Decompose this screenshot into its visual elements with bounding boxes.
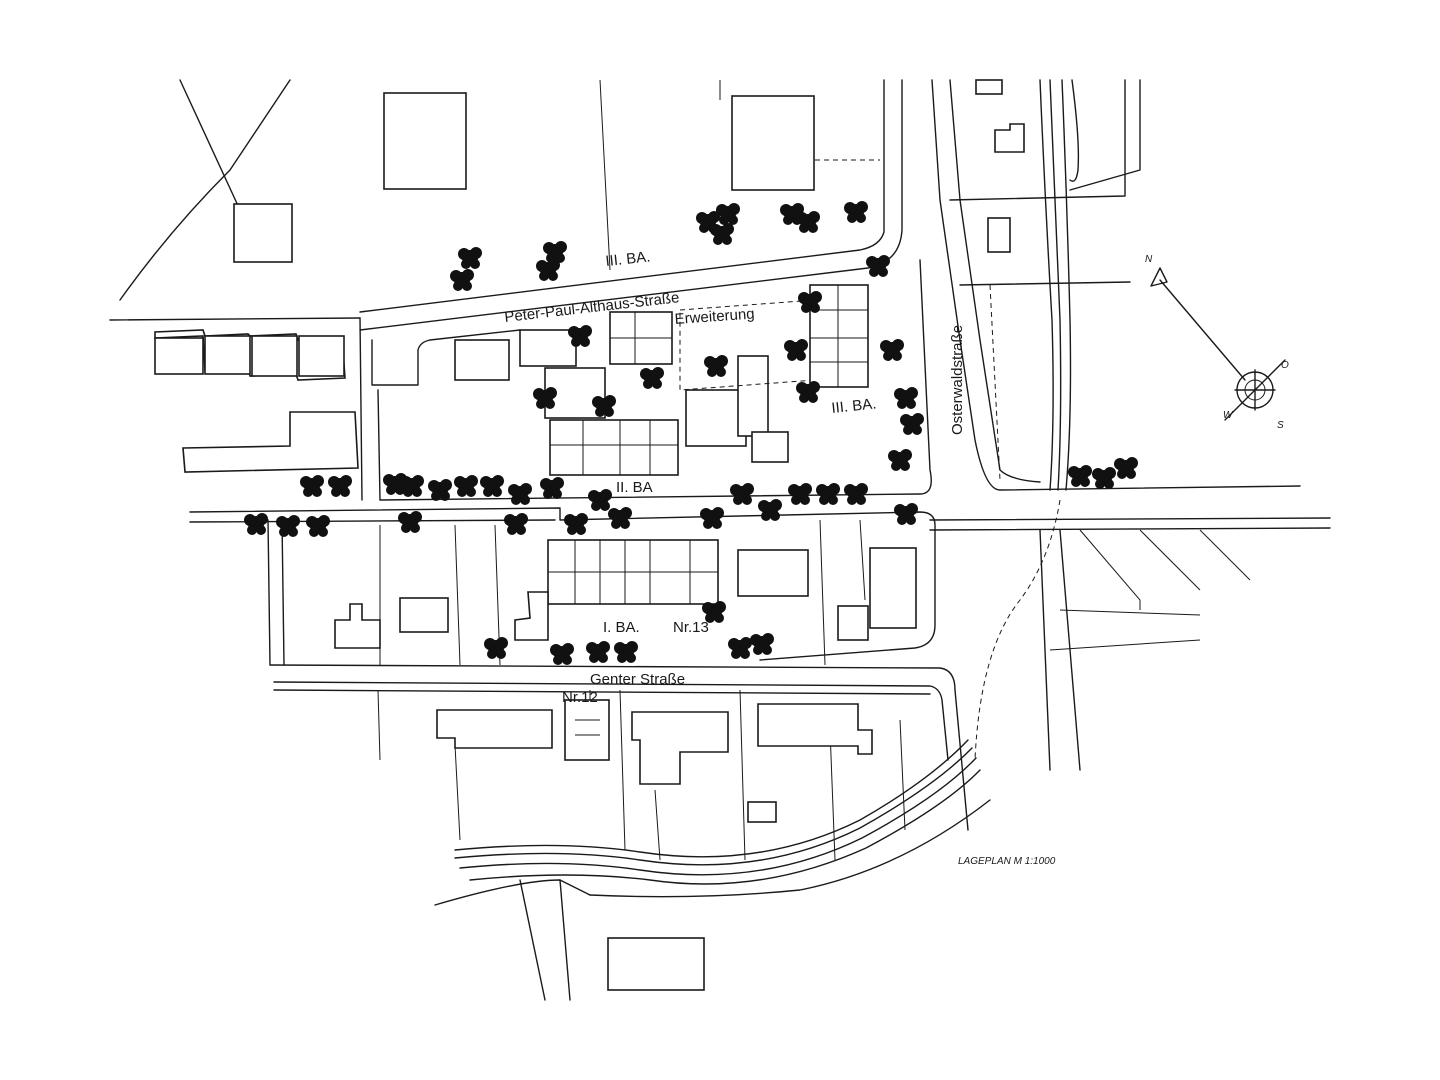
- tree-icon: [592, 395, 616, 417]
- tree-icon: [784, 339, 808, 361]
- tree-icon: [888, 449, 912, 471]
- label-phase3-north: III. BA.: [605, 248, 652, 270]
- tree-icon: [454, 475, 478, 497]
- tree-icon: [306, 515, 330, 537]
- tree-icon: [276, 515, 300, 537]
- label-phase3-east: III. BA.: [831, 395, 878, 417]
- label-phase1: I. BA.: [603, 619, 640, 636]
- tree-icon: [244, 513, 268, 535]
- label-scale: LAGEPLAN M 1:1000: [958, 856, 1056, 867]
- tree-icon: [758, 499, 782, 521]
- label-street-south: Genter Straße: [590, 671, 685, 688]
- tree-icon: [730, 483, 754, 505]
- tree-icon: [588, 489, 612, 511]
- tree-icon: [400, 475, 424, 497]
- tree-icon: [880, 339, 904, 361]
- tree-icon: [1092, 467, 1116, 489]
- trees: [244, 201, 1138, 665]
- compass-east-label: O: [1281, 360, 1289, 371]
- tree-icon: [608, 507, 632, 529]
- tree-icon: [614, 641, 638, 663]
- tree-icon: [844, 483, 868, 505]
- tree-icon: [1068, 465, 1092, 487]
- tree-icon: [540, 477, 564, 499]
- tree-icon: [428, 479, 452, 501]
- tree-icon: [788, 483, 812, 505]
- tree-icon: [568, 325, 592, 347]
- tree-icon: [564, 513, 588, 535]
- tree-icon: [533, 387, 557, 409]
- tree-icon: [900, 413, 924, 435]
- tree-icon: [536, 259, 560, 281]
- tree-icon: [866, 255, 890, 277]
- tree-icon: [894, 387, 918, 409]
- tree-icon: [728, 637, 752, 659]
- tree-icon: [300, 475, 324, 497]
- tree-icon: [640, 367, 664, 389]
- tree-icon: [586, 641, 610, 663]
- tree-icon: [1114, 457, 1138, 479]
- label-extension: Erweiterung: [674, 305, 755, 328]
- tree-icon: [704, 355, 728, 377]
- tree-icon: [702, 601, 726, 623]
- label-street-east: Osterwaldstraße: [949, 325, 966, 435]
- tree-icon: [328, 475, 352, 497]
- tree-icon: [508, 483, 532, 505]
- compass-north-label: N: [1145, 254, 1153, 265]
- label-nr12: Nr.12: [562, 689, 598, 706]
- tree-icon: [894, 503, 918, 525]
- tree-icon: [796, 381, 820, 403]
- tree-icon: [550, 643, 574, 665]
- compass-south-label: S: [1277, 420, 1284, 431]
- tree-icon: [484, 637, 508, 659]
- tree-icon: [798, 291, 822, 313]
- tree-icon: [543, 241, 567, 263]
- tree-icon: [816, 483, 840, 505]
- tree-icon: [450, 269, 474, 291]
- tree-icon: [700, 507, 724, 529]
- label-nr13: Nr.13: [673, 619, 709, 636]
- tree-icon: [716, 203, 740, 225]
- roads: [109, 79, 1331, 1001]
- label-phase2: II. BA: [616, 479, 653, 496]
- compass-west-label: W: [1223, 410, 1234, 421]
- buildings: [154, 79, 1025, 991]
- tree-icon: [844, 201, 868, 223]
- tree-icon: [750, 633, 774, 655]
- tree-icon: [710, 223, 734, 245]
- tree-icon: [458, 247, 482, 269]
- tree-icon: [796, 211, 820, 233]
- tree-icon: [480, 475, 504, 497]
- tree-icon: [398, 511, 422, 533]
- tree-icon: [504, 513, 528, 535]
- compass: N O S W: [1145, 254, 1289, 431]
